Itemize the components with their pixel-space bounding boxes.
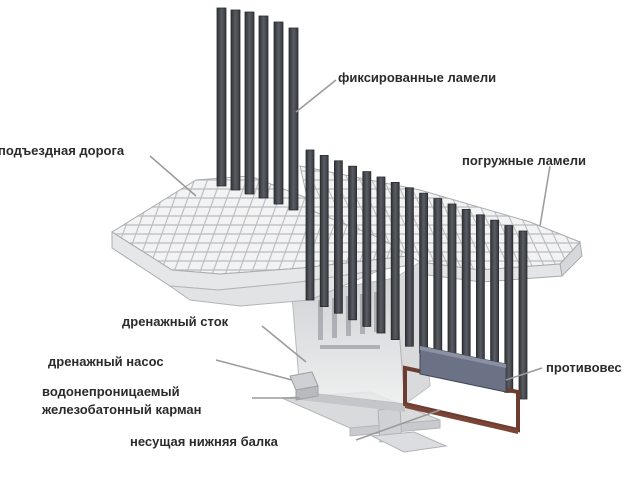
leader-lower-beam [355,409,441,441]
leader-access-road [149,155,197,197]
label-access-road: подъездная дорога [0,143,125,158]
submersible-lamella [348,165,358,321]
leader-drain-outlet [261,325,307,363]
submersible-lamella [419,192,429,354]
fixed-lamella [273,21,284,205]
label-counterweight: противовес [546,360,622,375]
submersible-lamella [376,176,386,334]
submersible-lamella [475,214,485,380]
label-fixed-lamellae: фиксированные ламели [338,70,497,85]
fixed-lamella [216,7,227,187]
drain-pump-shape [289,371,319,401]
submersible-lamella [305,149,315,301]
label-drain-outlet: дренажный сток [122,314,229,329]
submersible-lamella [404,187,414,347]
leader-counterweight [505,367,543,381]
fixed-lamella [244,11,255,195]
submersible-lamella [433,198,443,360]
leader-submersible-lamellae [539,165,551,227]
label-submersible-lamellae: погружные ламели [462,153,586,168]
leader-lines [149,79,551,441]
submersible-lamella [461,208,471,373]
submersible-lamella [333,160,343,314]
label-pocket-line2: железобатонный карман [42,402,202,417]
label-pocket-line1: водонепроницаемый [42,384,180,399]
leader-drain-pump [215,359,293,381]
submersible-lamella [447,203,457,367]
submersible-lamellae-group [305,149,528,400]
submersible-lamella [390,181,400,340]
label-drain-pump: дренажный насос [48,354,164,369]
submersible-lamella [319,154,329,307]
fixed-lamella [258,15,269,199]
fixed-lamellae-group [216,7,299,211]
submersible-lamella [504,225,514,393]
counterweight-bar [419,345,507,393]
submersible-lamella [362,171,372,327]
fixed-lamella [230,9,241,191]
leader-fixed-lamellae [295,79,337,113]
label-lower-beam: несущая нижняя балка [130,434,278,449]
submersible-lamella [518,230,528,400]
fixed-lamella [288,27,299,211]
